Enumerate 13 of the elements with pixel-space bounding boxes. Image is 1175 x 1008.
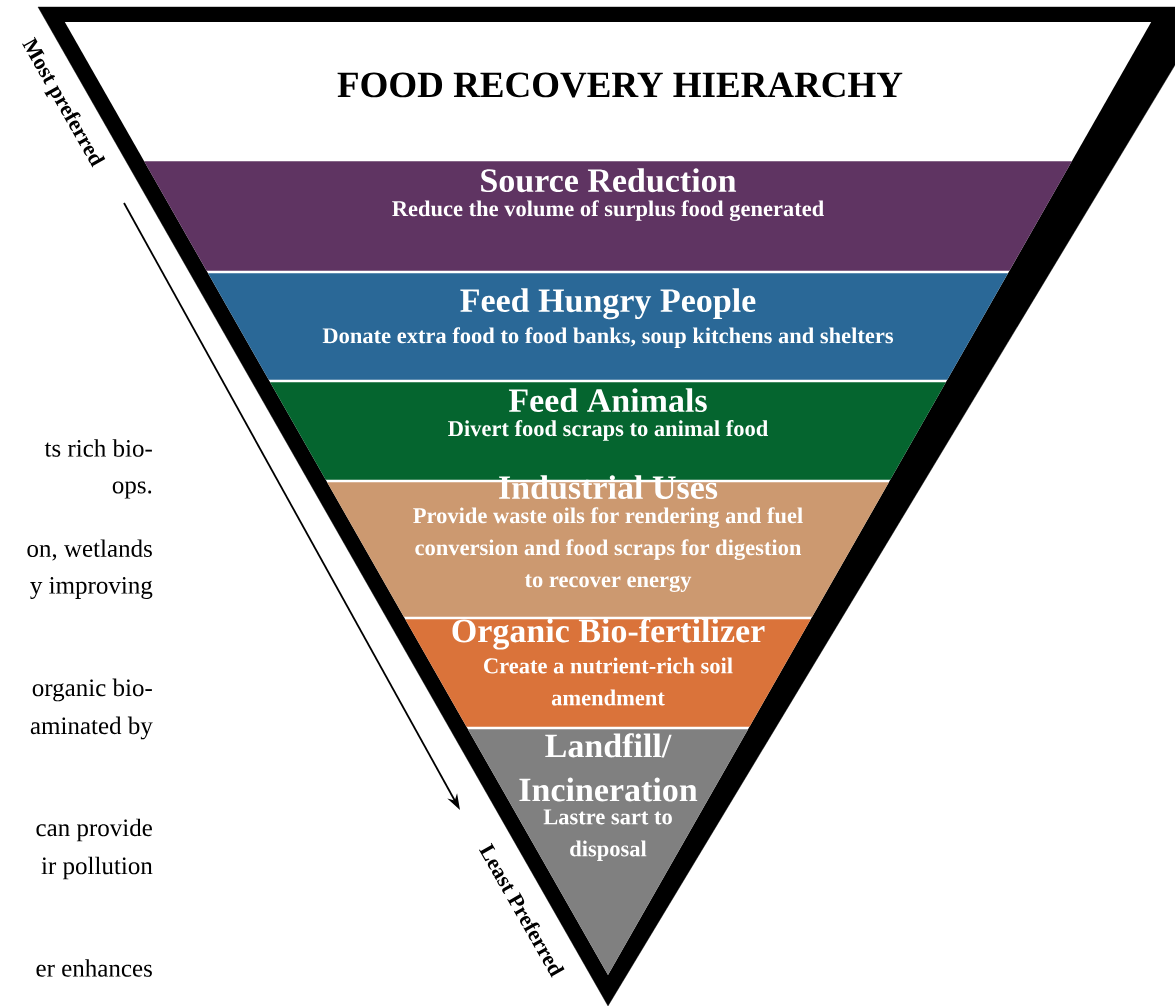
band: Feed Hungry People Donate extra food to food banks, soup kitchens and shelters	[208, 273, 1008, 380]
title: FOOD RECOVERY HIERARCHY	[337, 72, 903, 98]
text-fragment: on, wetlands	[27, 539, 152, 561]
text-fragment: ops.	[112, 481, 152, 499]
text-fragment: aminated by	[30, 716, 153, 740]
band: Organic Bio-fertilizer Create a nutrient-rich soil amendment	[405, 618, 811, 727]
band: Source Reduction Reduce the volume of surplus food generated	[144, 161, 1072, 271]
text-fragment: ts rich bio-	[44, 439, 152, 457]
text-fragment: y improving	[30, 577, 153, 599]
text-fragment: can provide	[36, 818, 152, 842]
text-fragment: er enhances	[36, 959, 152, 977]
text-fragment: ir pollution	[41, 856, 153, 880]
text-fragment: organic bio-	[32, 678, 152, 702]
